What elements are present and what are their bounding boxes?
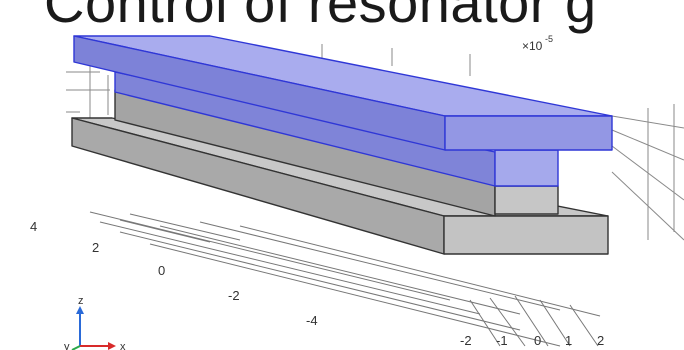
triad-y-label: y [64,341,70,350]
scale-base-label: ×10 [522,39,543,53]
triad-x-arrowhead [108,342,116,350]
triad-z-label: z [78,295,84,307]
x-tick-label: 1 [565,333,572,348]
y-tick-label: 4 [30,219,37,234]
top-slab-selected[interactable] [73,35,613,151]
ridge-front-selected [494,149,559,187]
y-tick-label: -4 [306,313,318,328]
x-tick-label: 2 [597,333,604,348]
triad-y-axis [71,345,81,350]
y-tick-label: 2 [92,240,99,255]
x-tick-label: -2 [460,333,472,348]
substrate-front-face [443,215,609,255]
slide-title: Control of resonator g [44,0,597,34]
axis-triad: z x y [64,295,126,350]
scale-exponent-label: -5 [545,34,553,44]
triad-z-arrowhead [76,306,84,314]
ridge-front-gray [494,185,559,215]
waveguide-ridge[interactable] [114,71,559,217]
y-tick-label: -2 [228,288,240,303]
floor-grid [89,211,601,347]
back-grid [66,44,684,241]
top-slab-front-face [444,115,613,151]
x-tick-label: -1 [496,333,508,348]
y-tick-label: 0 [158,263,165,278]
x-tick-label: 0 [534,333,541,348]
triad-x-label: x [120,341,126,350]
